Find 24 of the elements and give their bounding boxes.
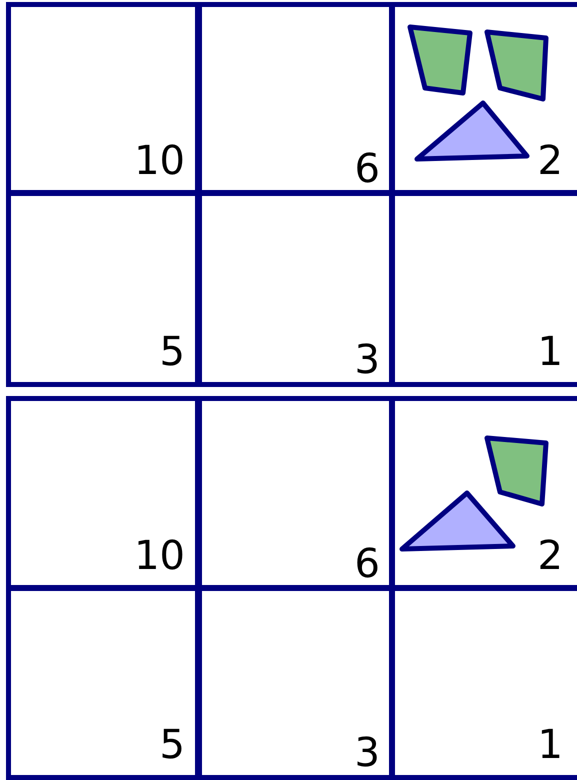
grid-cell (389, 2, 577, 196)
grid-cell (6, 585, 200, 780)
grid-cell (6, 396, 200, 591)
cell-number: 1 (538, 725, 563, 765)
grid-cell (197, 396, 395, 591)
grid-cell (389, 190, 577, 387)
cell-number: 3 (354, 340, 380, 380)
cell-number: 5 (160, 725, 185, 765)
grid-cell (197, 190, 395, 387)
cell-number: 10 (134, 536, 185, 576)
grid-cell (197, 2, 395, 196)
grid-cell (6, 2, 200, 196)
cell-number: 2 (538, 141, 563, 181)
cell-number: 1 (538, 332, 563, 372)
cell-number: 6 (354, 149, 380, 189)
grid-cell (389, 585, 577, 780)
grid-cell (389, 396, 577, 591)
cell-number: 3 (354, 733, 380, 773)
cell-number: 2 (538, 536, 563, 576)
cell-number: 5 (160, 332, 185, 372)
grid-cell (197, 585, 395, 780)
grid-cell (6, 190, 200, 387)
cell-number: 10 (134, 141, 185, 181)
cell-number: 6 (354, 544, 380, 584)
